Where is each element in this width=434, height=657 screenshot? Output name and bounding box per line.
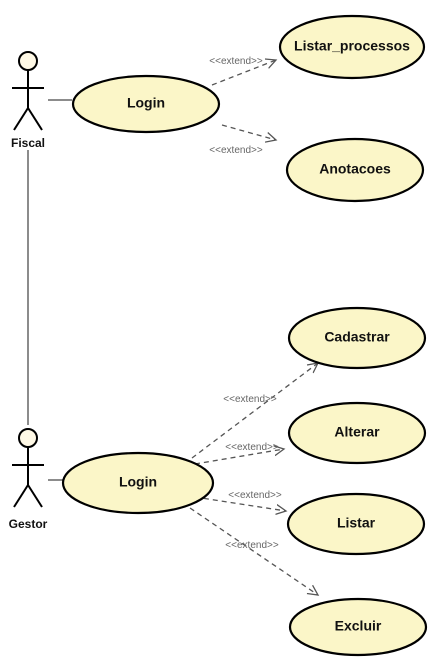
use-case-listar[interactable]: Listar (286, 492, 426, 556)
use-case-listar-label: Listar (337, 515, 376, 531)
use-case-anotacoes-label: Anotacoes (319, 161, 391, 177)
fiscal-left-leg (13, 107, 29, 131)
extend-label-cadastrar: <<extend>> (223, 394, 277, 405)
use-case-login-fiscal-label: Login (127, 95, 165, 111)
use-case-alterar-label: Alterar (334, 424, 380, 440)
extend-label-listar: <<extend>> (228, 490, 282, 501)
extend-arrow-alterar (194, 449, 284, 465)
fiscal-label: Fiscal (11, 136, 45, 150)
use-case-excluir[interactable]: Excluir (288, 597, 428, 657)
use-case-login-gestor-label: Login (119, 474, 157, 490)
gestor-right-leg (27, 484, 43, 508)
gestor-label: Gestor (9, 517, 48, 531)
use-case-login-fiscal[interactable]: Login (71, 74, 221, 134)
fiscal-right-leg (27, 107, 43, 131)
use-case-login-gestor[interactable]: Login (61, 451, 215, 515)
gestor-left-leg (13, 484, 29, 508)
extend-label-alterar: <<extend>> (225, 442, 279, 453)
use-case-cadastrar-label: Cadastrar (324, 329, 390, 345)
gestor-head (18, 428, 38, 448)
extend-label-excluir: <<extend>> (225, 540, 279, 551)
extend-arrow-anotacoes (221, 124, 276, 140)
use-case-excluir-label: Excluir (335, 618, 382, 634)
gestor-actor[interactable]: Gestor (9, 428, 48, 531)
use-case-anotacoes[interactable]: Anotacoes (285, 137, 425, 203)
extend-arrow-excluir (189, 507, 318, 595)
use-case-listar-processos-label: Listar_processos (294, 38, 410, 54)
use-case-alterar[interactable]: Alterar (287, 401, 427, 465)
use-case-listar-processos[interactable]: Listar_processos (278, 14, 426, 80)
extend-label-anotacoes: <<extend>> (209, 145, 263, 156)
use-case-cadastrar[interactable]: Cadastrar (287, 306, 427, 370)
extend-arrow-listar (194, 496, 286, 511)
fiscal-actor[interactable]: Fiscal (11, 51, 45, 150)
extend-label-listar-processos: <<extend>> (209, 56, 263, 67)
fiscal-head (18, 51, 38, 71)
extend-arrow-listar-processos (211, 60, 276, 86)
